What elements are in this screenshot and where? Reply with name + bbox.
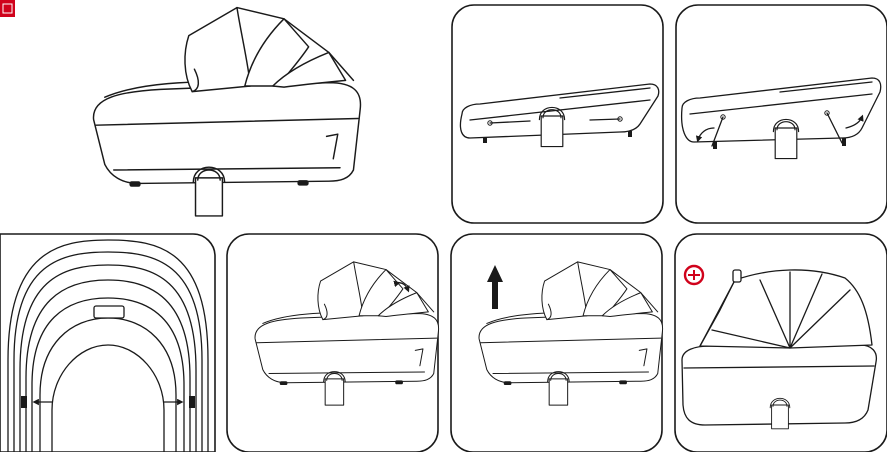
rotate-arrow-icon — [393, 280, 410, 293]
panel-rotate-hood — [226, 233, 440, 452]
panel-hood-warning — [674, 233, 887, 452]
prohibited-icon — [683, 264, 705, 286]
panel-top-view-release-buttons — [0, 233, 216, 452]
panel-carrycot-overview — [92, 6, 362, 217]
panel-folded-side-view — [451, 4, 664, 224]
curved-arrow-right-icon — [845, 114, 864, 129]
panel-lift-carrycot — [450, 233, 664, 452]
arrow-up-icon — [487, 265, 503, 309]
curved-arrow-left-icon — [695, 127, 715, 143]
panel-unfold-sides — [675, 4, 887, 224]
badge — [0, 0, 15, 17]
